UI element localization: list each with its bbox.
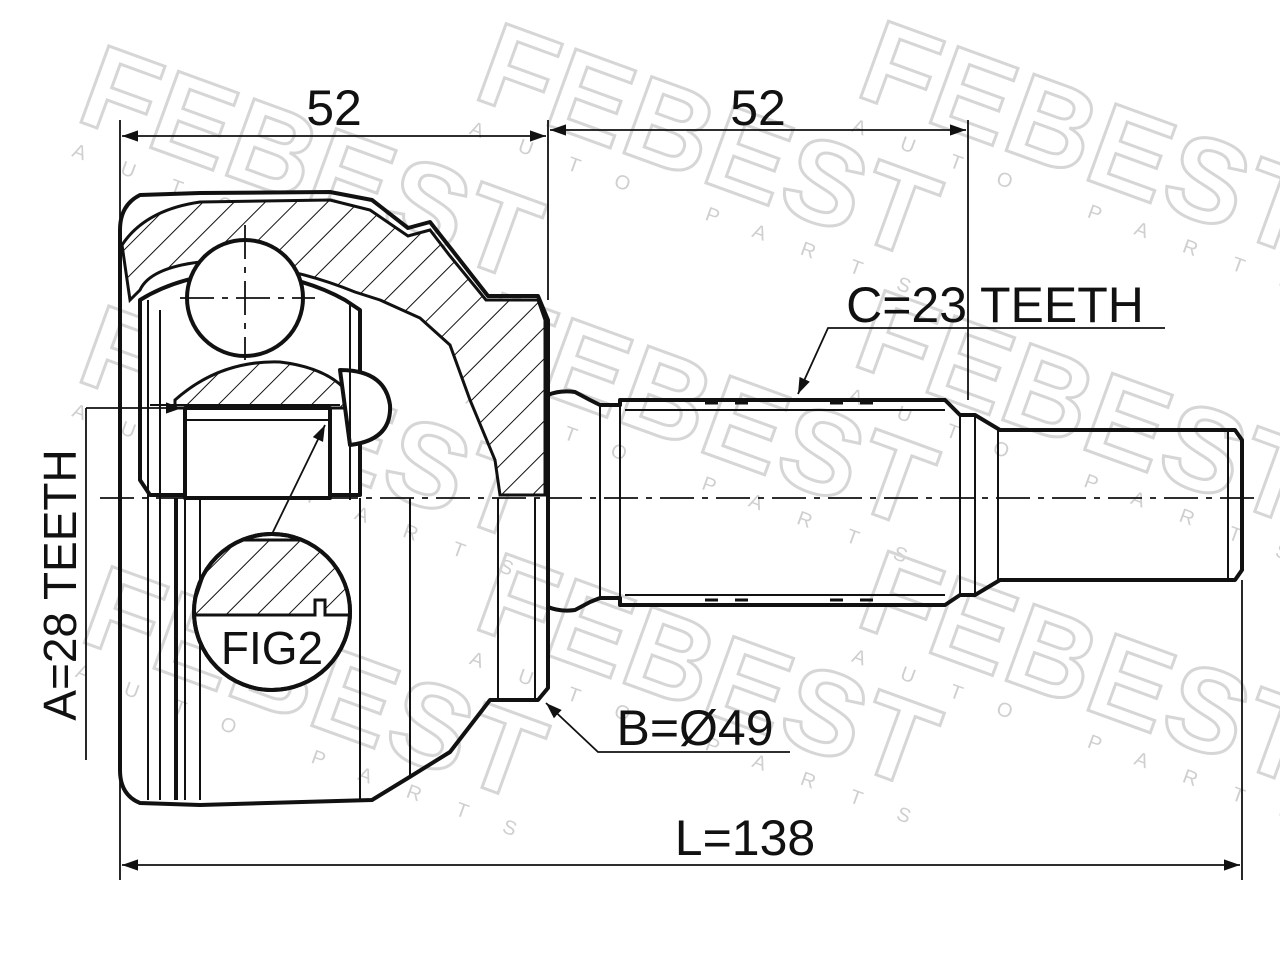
dim-top-right: 52 [730,80,786,136]
dim-top-left: 52 [306,80,362,136]
fig2-detail: FIG2 [192,424,352,692]
dim-spline-c: C=23 TEETH [846,277,1144,333]
fig2-label: FIG2 [221,622,323,674]
dim-diameter-b: B=Ø49 [616,700,773,756]
dimensions: 52 52 C=23 TEETH A=28 TEETH B=Ø49 L=138 [34,80,1243,880]
cv-joint-body [100,190,1262,807]
dim-spline-a: A=28 TEETH [34,449,86,720]
dim-length-l: L=138 [675,810,815,866]
